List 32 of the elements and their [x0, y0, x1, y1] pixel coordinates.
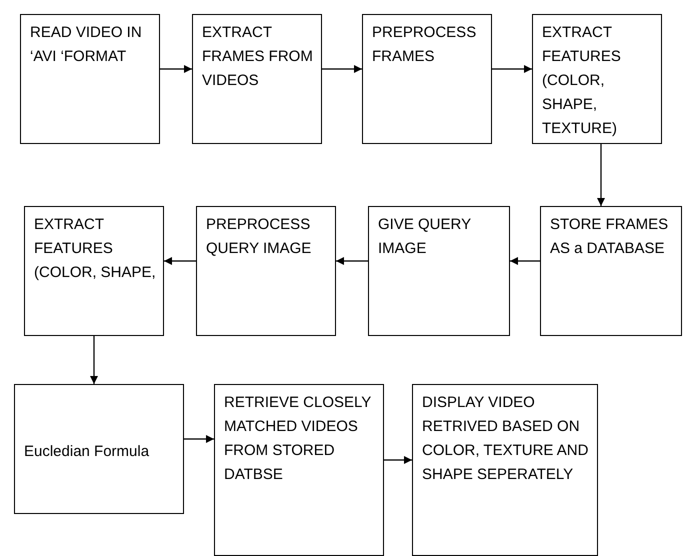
arrow [164, 257, 196, 265]
arrow [160, 65, 192, 73]
step-text: DISPLAY VIDEO RETRIVED BASED ON COLOR, TEXTURE AND SHAPE SEPERATELY [422, 393, 590, 485]
step-text: RETRIEVE CLOSELY MATCHED VIDEOS FROM STORED DATBSE [224, 393, 372, 485]
step-text: EXTRACT FEATURES (COLOR, SHAPE, [34, 215, 157, 283]
step-text: EXTRACT FRAMES FROM VIDEOS [202, 23, 314, 91]
step-text: PREPROCESS QUERY IMAGE [206, 215, 312, 259]
step-text: EXTRACT FEATURES (COLOR, SHAPE, TEXTURE) [542, 23, 622, 139]
step-text: Eucledian Formula [24, 442, 150, 462]
step-text: READ VIDEO IN ‘AVI ‘FORMAT [30, 23, 143, 67]
step-text: PREPROCESS FRAMES [372, 23, 478, 67]
process-box [412, 384, 598, 556]
step-text: GIVE QUERY IMAGE [378, 215, 472, 259]
process-box [214, 384, 384, 556]
process-box [362, 14, 492, 144]
process-box [192, 14, 322, 144]
process-box [196, 206, 336, 336]
arrow [322, 65, 362, 73]
arrow [336, 257, 368, 265]
process-box [368, 206, 510, 336]
arrow [597, 144, 605, 206]
process-box [540, 206, 682, 336]
arrow [90, 336, 98, 384]
arrow [184, 435, 214, 443]
arrow [510, 257, 540, 265]
arrow [492, 65, 532, 73]
process-box [532, 14, 662, 144]
process-box [14, 384, 184, 514]
process-box [24, 206, 164, 336]
step-text: STORE FRAMES AS a DATABASE [550, 215, 670, 259]
arrow [384, 456, 412, 464]
process-box [20, 14, 160, 144]
